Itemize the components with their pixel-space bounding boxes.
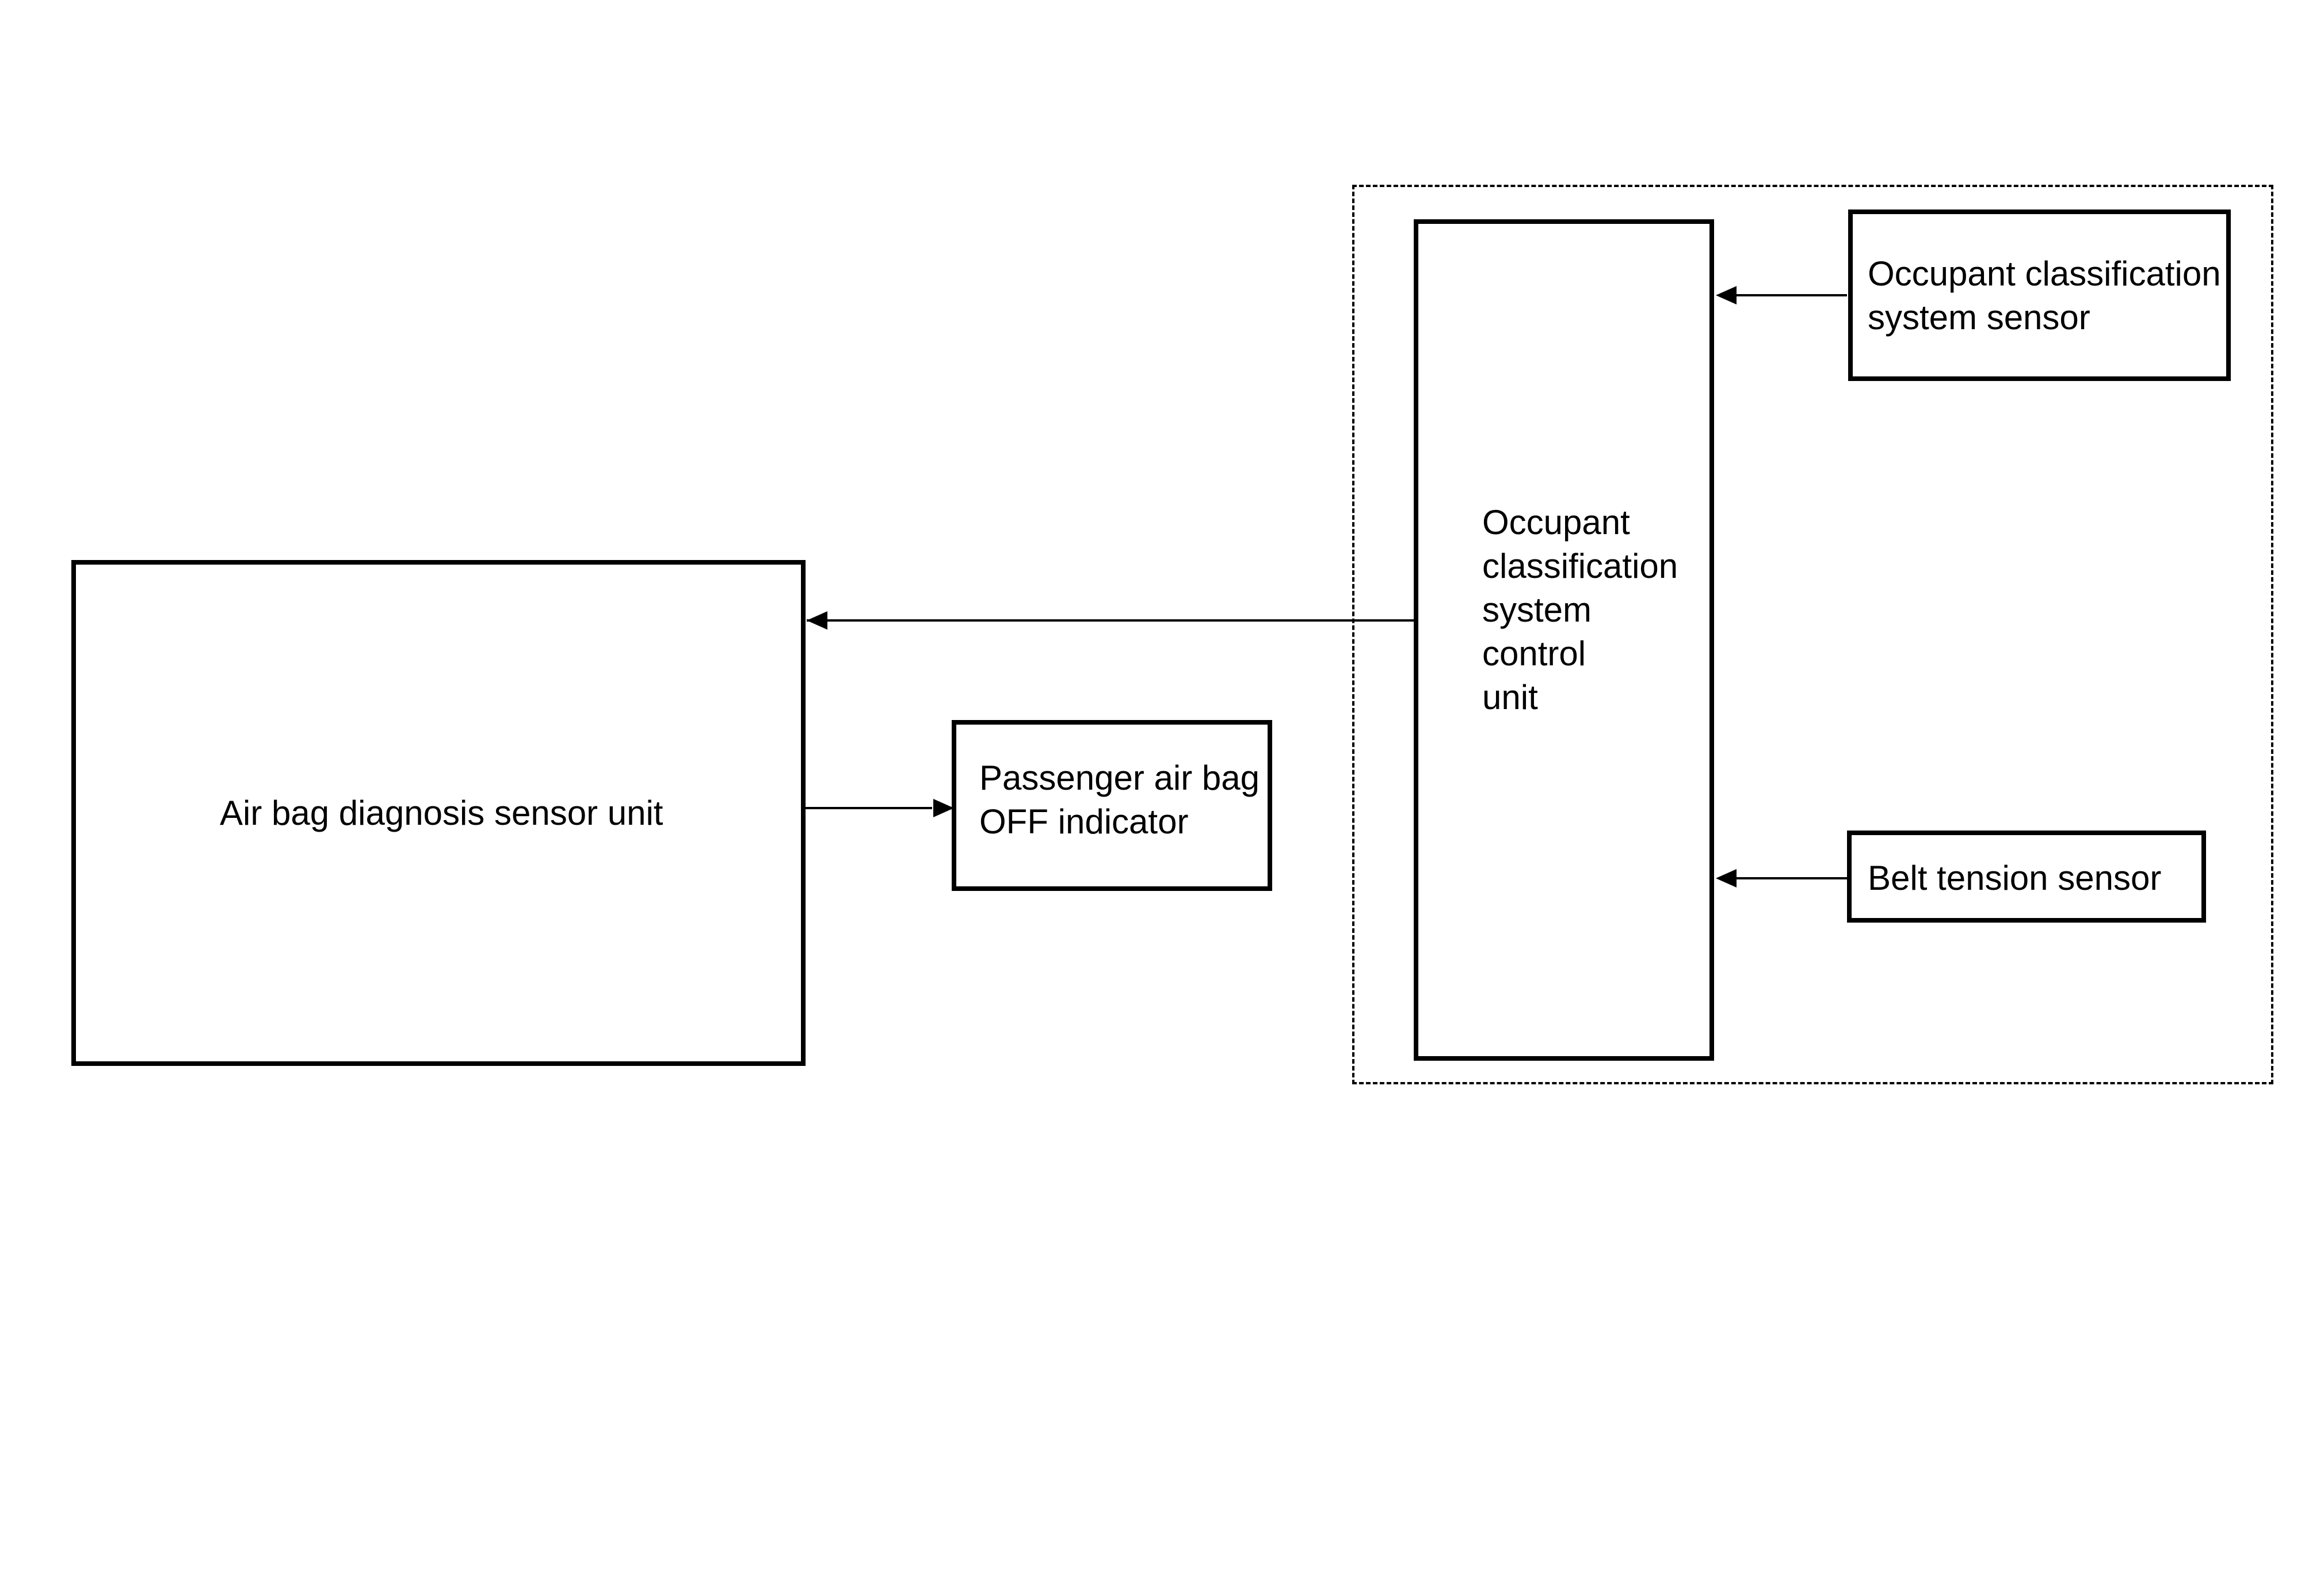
- arrowhead-icon: [933, 799, 954, 817]
- indicator-label-line: OFF indicator: [979, 802, 1189, 841]
- belt-tension-sensor-label: Belt tension sensor: [1868, 859, 2162, 897]
- arrowhead-icon: [1716, 869, 1737, 887]
- occupant-classification-sensor-box: [1848, 209, 2231, 381]
- control-unit-label-line: control: [1482, 634, 1586, 673]
- airbag-diagnosis-sensor-unit-label: Air bag diagnosis sensor unit: [220, 794, 663, 832]
- edge-airbag-unit-to-indicator: [806, 799, 954, 817]
- occupant-classification-group: [1352, 185, 2273, 1084]
- edge-belt-sensor-to-control-unit: [1716, 869, 1847, 887]
- passenger-airbag-off-indicator-box: [952, 720, 1272, 891]
- control-unit-label-line: system: [1482, 591, 1592, 629]
- control-unit-label-line: classification: [1482, 547, 1678, 585]
- belt-tension-sensor-box: [1847, 831, 2206, 923]
- ocs-sensor-label-line: Occupant classification: [1868, 254, 2221, 293]
- occupant-classification-sensor-label: Occupant classification system sensor: [1868, 252, 2221, 340]
- passenger-airbag-off-indicator-label: Passenger air bag OFF indicator: [979, 756, 1260, 844]
- arrowhead-icon: [807, 611, 827, 630]
- arrowhead-icon: [1716, 286, 1737, 304]
- ocs-sensor-label-line: system sensor: [1868, 298, 2090, 337]
- edge-ocs-sensor-to-control-unit: [1716, 286, 1847, 304]
- control-unit-label-line: unit: [1482, 678, 1538, 717]
- occupant-classification-control-unit-box: [1414, 219, 1714, 1061]
- indicator-label-line: Passenger air bag: [979, 759, 1260, 797]
- airbag-diagnosis-sensor-unit-box: [71, 560, 806, 1066]
- edge-control-unit-to-airbag-unit: [807, 611, 1417, 630]
- control-unit-label-line: Occupant: [1482, 503, 1630, 542]
- occupant-classification-control-unit-label: Occupant classification system control u…: [1482, 501, 1678, 719]
